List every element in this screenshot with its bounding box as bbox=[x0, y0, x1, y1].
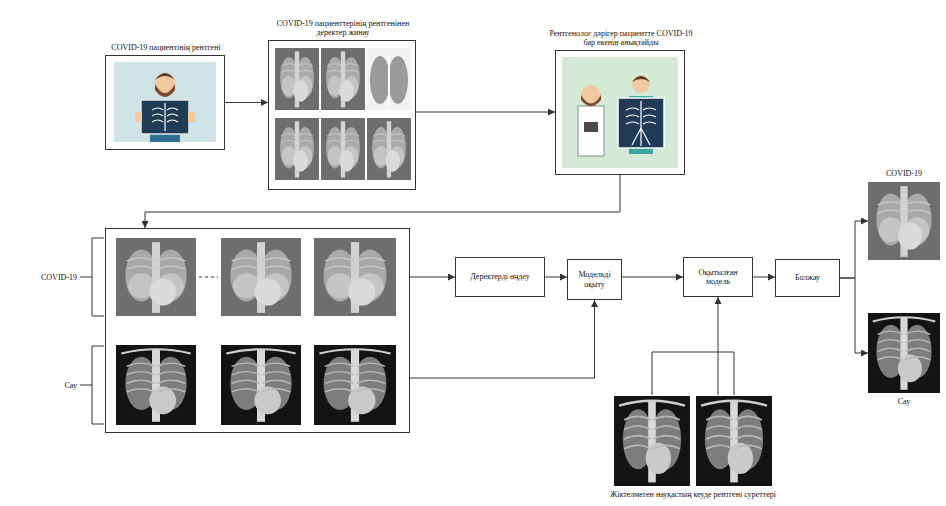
icon-ground bbox=[562, 57, 678, 168]
output-image: Сау bbox=[868, 313, 940, 393]
xray-board bbox=[618, 98, 664, 148]
healthy-xray bbox=[116, 345, 196, 425]
held-xray bbox=[141, 100, 189, 134]
image-grid-panel: COVID-19 пациенттерінің рентгенінен дере… bbox=[268, 40, 416, 190]
flow-arrow bbox=[410, 277, 455, 278]
patient-hand bbox=[188, 112, 195, 122]
xray-thumb bbox=[321, 48, 365, 110]
patient-hair bbox=[632, 76, 650, 82]
group-bracket bbox=[80, 238, 104, 316]
doctor-tablet bbox=[584, 122, 598, 132]
image-panel: Рентгенолог дәрігер пациентте COVID-19 б… bbox=[555, 50, 685, 175]
panel-caption: COVID-19 bbox=[868, 169, 940, 178]
flow-arrow bbox=[225, 102, 268, 103]
input-image-pair: Жіктелмеген науқастың кеуде рентгені сур… bbox=[614, 395, 772, 486]
panel-caption: Жіктелмеген науқастың кеуде рентгені сур… bbox=[573, 490, 813, 499]
process-box: Болжау bbox=[775, 259, 840, 297]
flow-arrow bbox=[410, 300, 595, 378]
input-xray bbox=[614, 396, 690, 486]
box-label: Модельді оқыту bbox=[571, 270, 618, 288]
flow-arrow bbox=[545, 277, 567, 278]
panel-caption: Сау bbox=[65, 381, 77, 390]
ct-lung bbox=[388, 56, 408, 104]
covid-xray bbox=[314, 238, 396, 316]
output-xray bbox=[868, 182, 940, 260]
ct-airway bbox=[388, 56, 390, 106]
image-panel: COVID-19 пациентінің рентгені bbox=[105, 55, 225, 150]
group-bracket bbox=[80, 346, 104, 424]
merge-bracket bbox=[652, 352, 734, 395]
ct-lung bbox=[370, 56, 390, 104]
patient-head bbox=[632, 75, 650, 93]
patient-beard bbox=[155, 84, 175, 97]
covid-xray bbox=[221, 238, 301, 316]
dataset-panel: COVID-19Сау bbox=[105, 228, 410, 433]
flow-arrow bbox=[753, 277, 775, 278]
xray-thumb bbox=[275, 48, 319, 110]
flow-arrow bbox=[622, 277, 683, 278]
healthy-xray bbox=[221, 345, 301, 425]
flow-arrow bbox=[840, 278, 868, 353]
xray-thumb bbox=[321, 118, 365, 180]
flow-arrow bbox=[416, 112, 555, 113]
covid-xray bbox=[116, 238, 196, 316]
patient-hair bbox=[155, 73, 175, 80]
patient-hand bbox=[135, 112, 142, 122]
xray-thumb bbox=[275, 118, 319, 180]
doctor-coat bbox=[578, 106, 604, 156]
panel-caption: COVID-19 пациенттерінің рентгенінен дере… bbox=[263, 19, 423, 37]
panel-caption: Сау bbox=[868, 397, 940, 406]
doctor-head bbox=[581, 85, 601, 105]
icon-ground bbox=[114, 62, 216, 142]
process-box: Оқытылған модель bbox=[683, 257, 753, 297]
flow-arrow bbox=[718, 297, 719, 395]
ct-thumb-ground bbox=[367, 48, 411, 110]
xray-skeleton bbox=[626, 101, 656, 146]
xray-thumb bbox=[367, 118, 411, 180]
panel-caption: Рентгенолог дәрігер пациентте COVID-19 б… bbox=[546, 29, 696, 47]
output-image: COVID-19 bbox=[868, 182, 940, 260]
process-box: Модельді оқыту bbox=[567, 259, 622, 300]
ellipsis-dash bbox=[199, 277, 218, 278]
box-label: Болжау bbox=[779, 273, 836, 282]
box-label: Оқытылған модель bbox=[687, 268, 749, 286]
process-box: Деректерді өңдеу bbox=[455, 257, 545, 297]
healthy-xray bbox=[314, 345, 396, 425]
doctor-beard bbox=[581, 95, 601, 106]
held-xray-bones bbox=[152, 103, 178, 131]
panel-caption: COVID-19 bbox=[41, 273, 77, 282]
output-xray bbox=[868, 313, 940, 393]
input-xray bbox=[696, 396, 772, 486]
panel-caption: COVID-19 пациентінің рентгені bbox=[96, 43, 236, 52]
flow-arrow bbox=[840, 221, 868, 278]
flow-arrow bbox=[145, 175, 620, 228]
box-label: Деректерді өңдеу bbox=[459, 272, 541, 281]
